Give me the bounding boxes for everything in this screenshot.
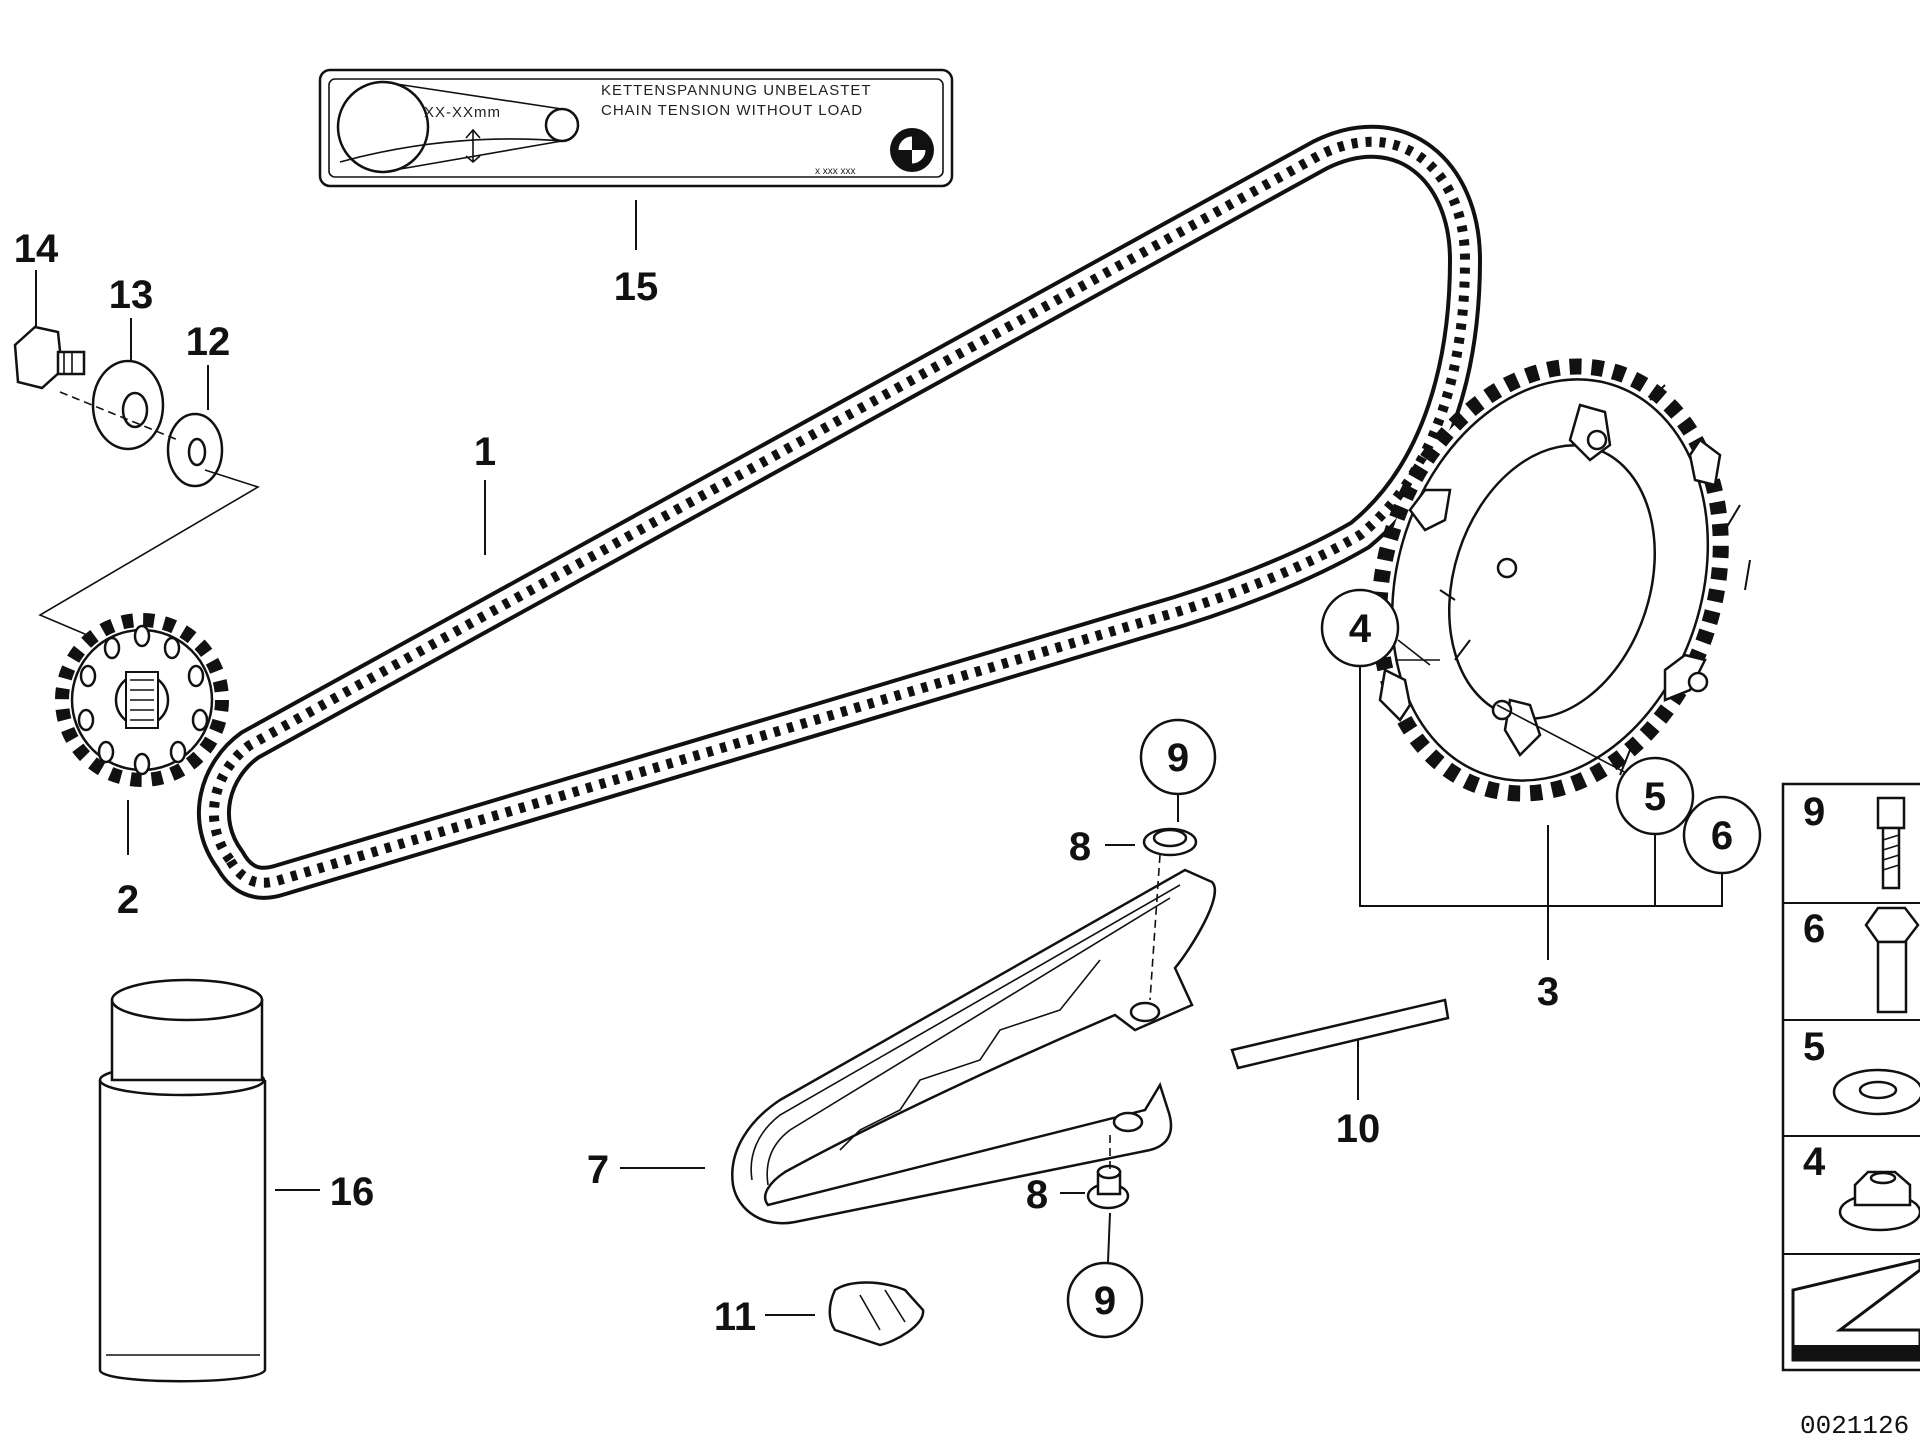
- callout-9-lower: 9: [1094, 1279, 1116, 1323]
- hex-nut-icon: [1838, 1170, 1920, 1232]
- fastener-legend: 9 6 5 4: [1781, 782, 1920, 1372]
- legend-number-4: 4: [1803, 1140, 1826, 1184]
- decal-line-german: KETTENSPANNUNG UNBELASTET: [601, 82, 872, 99]
- orientation-arrow-icon: [1791, 1258, 1920, 1362]
- callout-2: 2: [117, 878, 139, 922]
- callout-10: 10: [1336, 1107, 1381, 1151]
- chain-spray-can: [98, 978, 267, 1383]
- callout-16: 16: [330, 1170, 375, 1214]
- callout-3: 3: [1537, 970, 1559, 1014]
- callout-5: 5: [1644, 775, 1666, 819]
- legend-number-9: 9: [1803, 790, 1825, 834]
- decal-line-english: CHAIN TENSION WITHOUT LOAD: [601, 102, 863, 119]
- callout-7: 7: [587, 1148, 609, 1192]
- callout-1: 1: [474, 430, 496, 474]
- socket-head-screw-icon: [1876, 796, 1906, 890]
- legend-number-6: 6: [1803, 907, 1825, 951]
- callout-6: 6: [1711, 814, 1733, 858]
- callout-12: 12: [186, 320, 231, 364]
- callout-13: 13: [109, 273, 154, 317]
- callout-circle-9-lower: 9: [1066, 1261, 1144, 1339]
- callout-9-upper: 9: [1167, 736, 1189, 780]
- legend-number-5: 5: [1803, 1025, 1825, 1069]
- lock-plate-part: [166, 412, 224, 488]
- thick-washer-part: [91, 359, 165, 451]
- callout-14: 14: [14, 227, 59, 271]
- callout-11: 11: [714, 1295, 756, 1339]
- hex-bolt-icon: [1864, 906, 1920, 1014]
- decal-part-number: x xxx xxx: [815, 166, 856, 177]
- clip-part: [828, 1281, 925, 1347]
- bushing-lower: [1086, 1164, 1130, 1210]
- callout-4: 4: [1349, 607, 1372, 651]
- chain-tension-decal: XX-XXmm KETTENSPANNUNG UNBELASTET CHAIN …: [318, 68, 954, 188]
- bolt-part: [13, 325, 86, 390]
- decal-dimension: XX-XXmm: [424, 104, 501, 121]
- callout-circle-9-upper: 9: [1139, 718, 1217, 796]
- bmw-logo-icon: [890, 128, 934, 172]
- callout-circle-5: 5: [1615, 756, 1695, 836]
- chain-guide: [731, 868, 1216, 1225]
- catalog-number: 0021126: [1800, 1411, 1909, 1440]
- callout-8-lower: 8: [1026, 1173, 1048, 1217]
- rear-sprocket: [1371, 358, 1751, 802]
- callout-circle-6: 6: [1682, 795, 1762, 875]
- front-sprocket: [55, 613, 229, 787]
- washer-icon: [1832, 1068, 1920, 1116]
- adhesive-strip: [1230, 998, 1450, 1070]
- drive-chain: [196, 124, 1483, 900]
- callout-8-upper: 8: [1069, 825, 1091, 869]
- callout-15: 15: [614, 265, 659, 309]
- callout-circle-4: 4: [1320, 588, 1400, 668]
- bushing-upper: [1142, 827, 1198, 857]
